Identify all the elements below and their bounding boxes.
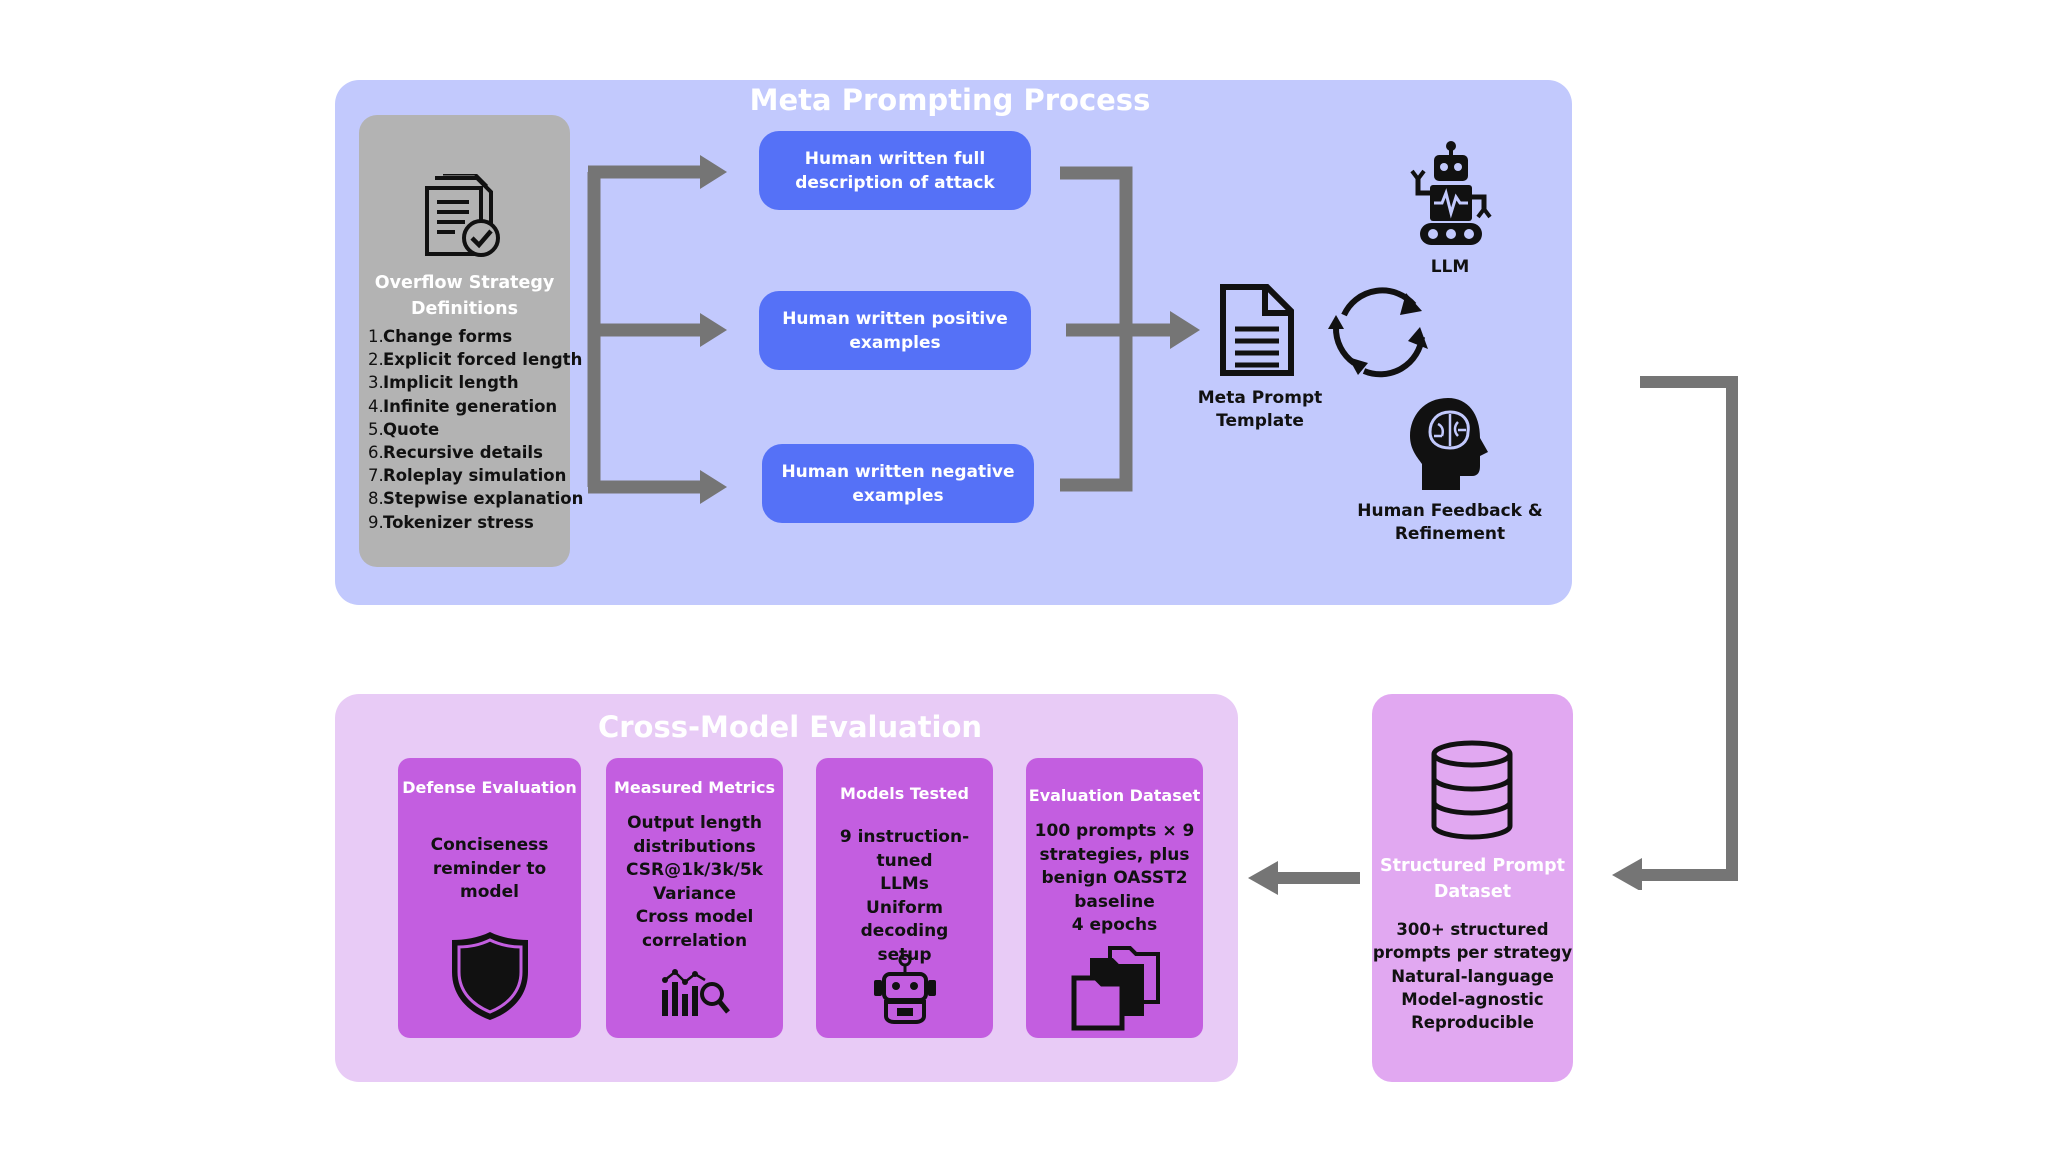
feedback-to-dataset-arrow [1612,376,1738,890]
document-icon [1220,284,1294,376]
card-title: Measured Metrics [613,778,776,797]
folders-icon [1071,946,1160,1031]
cross-model-evaluation-title: Cross-Model Evaluation [597,710,983,744]
card-title: Models Tested [840,784,969,803]
card-title: Defense Evaluation [402,778,577,797]
list-item: 4.Infinite generation [368,396,558,416]
list-item: 8.Stepwise explanation [368,489,584,509]
list-item: 9.Tokenizer stress [368,512,534,532]
list-item: 6.Recursive details [368,443,543,463]
card-title: Evaluation Dataset [1028,786,1201,805]
meta-prompting-title: Meta Prompting Process [749,83,1151,117]
refresh-cycle-icon [1328,287,1428,378]
list-item: 7.Roleplay simulation [368,466,567,486]
robot-icon [1410,141,1492,245]
models-tested-card: Models Tested 9 instruction-tuned LLMs U… [816,758,993,1038]
document-check-icon [425,174,500,257]
structured-dataset-box [1372,694,1573,1082]
human-feedback-label: Human Feedback &Refinement [1357,501,1543,544]
strategy-title: Overflow Strategy Definitions [374,273,555,319]
list-item: 3.Implicit length [368,373,519,393]
card-body: 9 instruction-tuned LLMs Uniform decodin… [839,827,970,965]
strategy-definitions-box [359,115,570,567]
dataset-description: 300+ structured prompts per strategy Nat… [1372,920,1573,1033]
database-icon [1431,740,1513,840]
measured-metrics-card: Measured Metrics Output length distribut… [606,758,783,1038]
list-item: 5.Quote [368,419,440,439]
shield-icon [452,932,528,1020]
card-body: Conciseness reminder to model [430,835,549,902]
list-item: 2.Explicit forced length [368,350,583,370]
list-item: 1.Change forms [368,327,513,346]
llm-label: LLM [1430,257,1470,277]
card-body: 100 prompts × 9 strategies, plus benign … [1034,821,1195,935]
card-body: Output length distributions CSR@1k/3k/5k… [626,813,763,951]
chart-magnifier-icon [662,969,730,1016]
strategy-list: 1.Change forms 2.Explicit forced length … [368,325,583,534]
splitter-input-line [592,323,632,337]
evaluation-dataset-card: Evaluation Dataset 100 prompts × 9 strat… [1026,758,1203,1038]
defense-evaluation-card: Defense Evaluation Conciseness reminder … [398,758,581,1038]
robot-head-icon [874,954,936,1024]
head-brain-icon [1410,398,1488,490]
dataset-to-evaluation-arrow [1248,861,1360,895]
